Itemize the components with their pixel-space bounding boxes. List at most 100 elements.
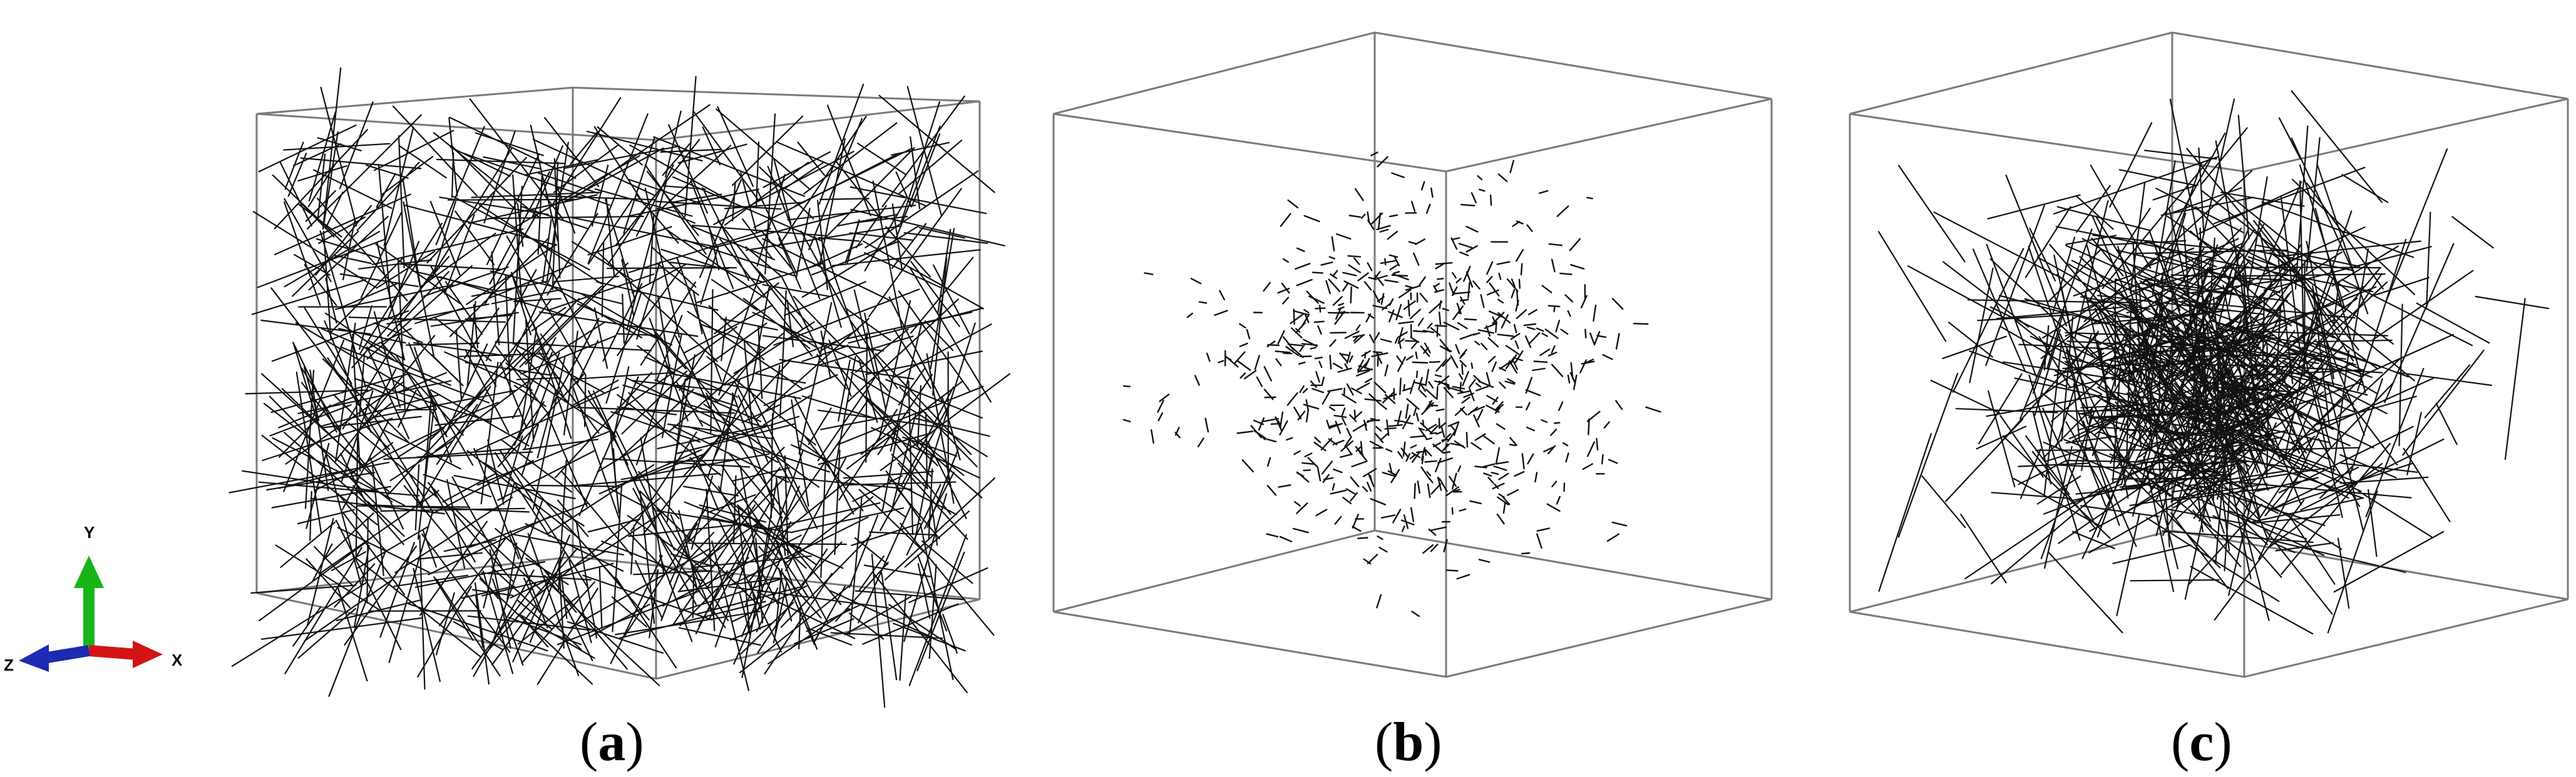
panel-b-fiber xyxy=(1263,282,1271,292)
panel-b-fiber xyxy=(1442,308,1450,312)
panel-b-fiber xyxy=(1344,436,1352,447)
panel-b-fiber xyxy=(1371,352,1388,357)
panel-c-fiber xyxy=(2088,411,2204,419)
panel-b-fiber xyxy=(1343,280,1359,289)
panel-a-fiber xyxy=(679,577,783,612)
panel-a-fiber xyxy=(733,321,815,375)
panel-c-fiber xyxy=(2252,514,2341,524)
panel-b-fiber xyxy=(1543,446,1554,452)
panel-b-fiber xyxy=(1295,263,1311,270)
panel-a-fiber xyxy=(513,298,562,303)
panel-a-fiber xyxy=(428,482,514,582)
panel-a-fiber xyxy=(373,322,423,343)
panel-b-fiber xyxy=(1447,429,1457,442)
panel-a-fiber xyxy=(512,186,523,345)
panel-b-fiber xyxy=(1497,333,1514,337)
panel-b-fiber xyxy=(1281,283,1290,294)
panel-a-fiber xyxy=(323,512,374,561)
panel-b-fiber xyxy=(1350,286,1353,304)
panel-c-fiber xyxy=(1897,372,1959,538)
panel-a-fiber xyxy=(668,124,709,214)
panel-b-fiber xyxy=(1279,536,1293,542)
panel-a-fiber xyxy=(844,307,891,342)
panel-c-fiber xyxy=(2192,404,2300,469)
panel-a-fiber xyxy=(893,323,992,378)
panel-b-fiber xyxy=(1186,312,1193,318)
panel-b-fiber xyxy=(1277,288,1290,294)
panel-c-fiber xyxy=(2157,265,2230,379)
panel-a-fiber xyxy=(797,141,826,176)
panel-a-fiber xyxy=(387,388,486,495)
panel-a-fiber xyxy=(475,132,544,156)
panel-a-fiber xyxy=(466,450,580,540)
panel-a-fiber xyxy=(721,464,809,599)
panel-b-fiber xyxy=(1282,258,1290,263)
panel-c-fiber xyxy=(2130,299,2185,436)
panel-a-fiber xyxy=(633,570,713,576)
panel-c-fiber xyxy=(2116,514,2140,617)
panel-a-fiber xyxy=(483,156,541,170)
panel-c-fiber xyxy=(2282,360,2388,415)
panel-b-fiber xyxy=(1615,400,1623,410)
panel-c-fiber xyxy=(2075,195,2114,230)
panel-b-fiber xyxy=(1645,406,1661,413)
panel-a-fiber xyxy=(899,593,907,681)
panel-b-fiber xyxy=(1506,278,1519,292)
panel-a-fiber xyxy=(491,578,524,666)
panel-b-fiber xyxy=(1286,437,1293,441)
panel-b-caption: (b) xyxy=(1375,712,1442,773)
panel-a-fiber xyxy=(305,442,330,529)
panel-a-fiber xyxy=(486,153,540,265)
panel-c-fiber xyxy=(2029,335,2125,381)
panel-a-fiber xyxy=(668,193,722,204)
panel-a-fiber xyxy=(360,402,393,429)
panel-c-fiber xyxy=(2225,191,2350,293)
panel-a-fiber xyxy=(386,303,490,325)
panel-a-fibers xyxy=(228,67,1011,708)
panel-c-fiber xyxy=(2157,422,2196,460)
panel-c-fiber xyxy=(2244,257,2346,309)
panel-c-fiber xyxy=(2235,273,2386,277)
panel-a-fiber xyxy=(550,318,600,407)
panel-b-fiber xyxy=(1311,272,1324,274)
panel-b-fiber xyxy=(1526,402,1531,410)
panel-a-fiber xyxy=(431,353,464,387)
panel-b-fiber xyxy=(1342,417,1347,426)
panel-a-fiber xyxy=(741,521,792,637)
panel-b-fiber xyxy=(1253,419,1265,425)
panel-b-fiber xyxy=(1509,437,1517,446)
panel-b-fiber xyxy=(1497,173,1508,183)
panel-c-fiber xyxy=(2215,140,2241,279)
panel-b-fiber xyxy=(1397,356,1406,372)
panel-a-fiber xyxy=(729,622,772,641)
panel-b-fiber xyxy=(1495,447,1501,464)
panel-b-fiber xyxy=(1425,449,1432,457)
panel-b-fiber xyxy=(1501,314,1509,329)
panel-a-fiber xyxy=(816,200,829,290)
panel-a-fiber xyxy=(844,223,860,263)
panel-a-fiber xyxy=(823,245,861,348)
panel-a-fiber xyxy=(555,372,652,479)
panel-a-fiber xyxy=(897,462,968,540)
panel-c-fiber xyxy=(2219,373,2334,430)
panel-a-fiber xyxy=(739,592,751,633)
panel-c-fiber xyxy=(2056,273,2120,326)
panel-b-fiber xyxy=(1555,320,1561,333)
panel-b-fiber xyxy=(1279,411,1284,429)
panel-a-fiber xyxy=(377,163,392,308)
panel-b-fiber xyxy=(1405,355,1414,361)
panel-c-fiber xyxy=(2366,333,2454,375)
panel-a-fiber xyxy=(351,442,394,474)
panel-a-fiber xyxy=(292,342,337,433)
panel-c-fiber xyxy=(2152,307,2214,390)
panel-b-fiber xyxy=(1424,342,1431,353)
panel-c-fiber xyxy=(2067,363,2168,389)
panel-a-fiber xyxy=(627,514,709,572)
panel-a-fiber xyxy=(910,261,960,327)
panel-a-fiber xyxy=(284,547,362,674)
panel-a-fiber xyxy=(718,272,761,396)
panel-c-fiber xyxy=(2168,208,2202,352)
panel-b-fiber xyxy=(1452,305,1464,320)
panel-a-fiber xyxy=(281,388,390,493)
panel-a-fiber xyxy=(794,148,912,207)
